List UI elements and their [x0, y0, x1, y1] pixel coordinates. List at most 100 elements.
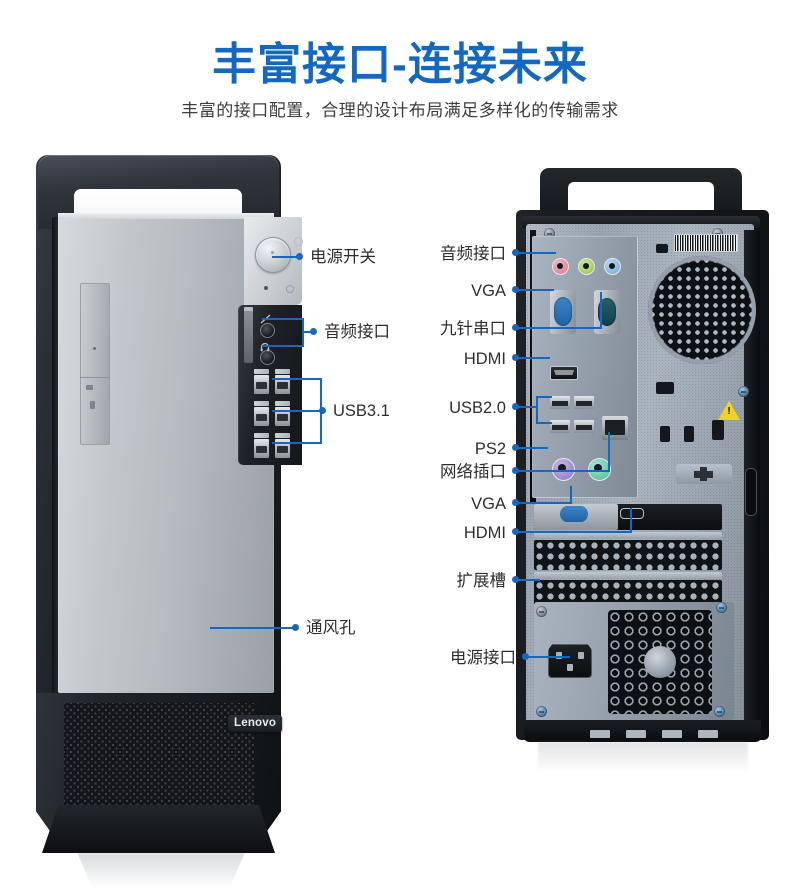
vga-port-card[interactable] — [560, 506, 588, 522]
infographic-canvas: 丰富接口-连接未来 丰富的接口配置，合理的设计布局满足多样化的传输需求 — [0, 0, 800, 800]
usb31-label-mark — [275, 369, 290, 374]
line-out-jack[interactable] — [578, 258, 595, 275]
rear-tower-reflection — [538, 742, 748, 772]
chassis-cutout — [660, 426, 670, 442]
usb20-port[interactable] — [550, 420, 570, 433]
usb31-port[interactable] — [254, 407, 269, 426]
callout-dot-vga-onboard — [512, 286, 519, 293]
leader-line-ps2 — [518, 447, 548, 449]
front-headphone-jack[interactable] — [260, 350, 275, 365]
callout-label-usb31: USB3.1 — [333, 402, 390, 420]
front-tower-side-rail — [52, 217, 62, 693]
leader-line-serial — [518, 327, 602, 329]
vga-port-onboard[interactable] — [550, 290, 576, 334]
hdmi-port-card[interactable] — [620, 508, 644, 519]
leader-line-expansion — [518, 579, 540, 581]
callout-dot-power-switch — [296, 253, 303, 260]
front-tower-face-highlight — [58, 213, 274, 219]
callout-label-lan: 网络插口 — [440, 463, 506, 481]
front-tower-base — [42, 805, 275, 853]
ethernet-rj45-port[interactable] — [602, 416, 628, 440]
callout-dot-vga-card — [512, 499, 519, 506]
usb31-port[interactable] — [254, 439, 269, 458]
optical-drive-led — [93, 347, 96, 350]
psu-screw — [536, 606, 547, 617]
base-tab — [626, 730, 646, 738]
optical-drive-bay — [80, 283, 110, 445]
line-in-jack[interactable] — [604, 258, 621, 275]
power-socket-pin — [578, 652, 584, 659]
serial-barcode-label — [674, 234, 738, 252]
usb31-label-mark — [254, 369, 269, 374]
psu-screw — [714, 706, 725, 717]
callout-label-expansion: 扩展槽 — [456, 572, 507, 590]
panel-screw — [544, 228, 555, 239]
callout-label-serial: 九针串口 — [440, 320, 506, 338]
thumb-screw[interactable] — [738, 386, 749, 397]
lenovo-logo: Lenovo — [228, 715, 283, 732]
optical-drive-seam — [80, 377, 110, 378]
callout-label-vga-card: VGA — [471, 495, 506, 513]
power-socket-pin — [556, 652, 562, 659]
usb31-label-mark — [275, 433, 290, 438]
power-button[interactable] — [255, 237, 291, 273]
callout-label-power-socket: 电源接口 — [450, 649, 516, 667]
hdmi-port-onboard[interactable] — [550, 366, 578, 380]
leader-line-hdmi-card — [518, 531, 632, 533]
base-tab — [662, 730, 682, 738]
front-panel-marker — [286, 285, 294, 293]
front-mic-jack[interactable] — [260, 323, 275, 338]
psu-screw — [536, 706, 547, 717]
callout-dot-audio-front — [310, 328, 317, 335]
leader-line-vent — [210, 627, 296, 629]
leader-riser-serial — [600, 292, 602, 329]
leader-line-audio-bottom — [262, 345, 304, 347]
leader-line-usb31-row3 — [272, 442, 322, 444]
serial-port-db9[interactable] — [594, 290, 620, 334]
usb20-port[interactable] — [550, 396, 570, 409]
callout-dot-hdmi-onboard — [512, 354, 519, 361]
usb31-port[interactable] — [254, 375, 269, 394]
page-title: 丰富接口-连接未来 — [212, 40, 588, 89]
leader-riser-hdmi-card — [630, 508, 632, 533]
callout-label-vent: 通风孔 — [306, 619, 356, 637]
rear-fan-grille-ring — [648, 256, 756, 364]
usb20-port[interactable] — [574, 396, 594, 409]
leader-bracket-usb20 — [536, 396, 538, 424]
card-reader-slot[interactable] — [244, 311, 253, 363]
usb20-port[interactable] — [574, 420, 594, 433]
vga-port-core — [554, 297, 572, 326]
chassis-knockout — [676, 464, 732, 484]
power-socket-iec[interactable] — [548, 644, 592, 678]
usb31-label-mark — [254, 433, 269, 438]
front-status-led — [264, 286, 268, 290]
expansion-slot-lip — [534, 532, 722, 539]
chassis-cutout — [656, 244, 668, 253]
psu-screw — [716, 602, 727, 613]
callout-label-usb20: USB2.0 — [449, 399, 506, 417]
desktop-tower-front-image: Lenovo — [30, 155, 303, 889]
callout-label-audio-front: 音频接口 — [324, 323, 390, 341]
callout-label-hdmi-card: HDMI — [463, 524, 506, 542]
callout-dot-power-socket — [522, 653, 529, 660]
callout-label-hdmi-onboard: HDMI — [463, 350, 506, 368]
leader-line-usb20-row2 — [536, 422, 552, 424]
leader-line-lan — [518, 470, 610, 472]
expansion-slot-lip — [534, 572, 722, 579]
optical-drive-eject-button[interactable] — [86, 385, 93, 390]
leader-line-usb31-row2 — [272, 410, 322, 412]
ps2-keyboard-port[interactable] — [552, 458, 575, 481]
callout-label-power-switch: 电源开关 — [310, 248, 376, 266]
mic-in-jack[interactable] — [552, 258, 569, 275]
leader-line-audio-top — [262, 318, 304, 320]
callout-label-audio-rear: 音频接口 — [440, 245, 506, 263]
leader-line-power-switch — [272, 256, 300, 258]
chassis-cutout — [656, 382, 674, 394]
usb31-label-mark — [254, 401, 269, 406]
leader-line-hdmi-onboard — [518, 357, 550, 359]
side-panel-thumb-slot[interactable] — [745, 468, 757, 516]
ps2-mouse-port[interactable] — [588, 458, 611, 481]
io-shield — [532, 236, 638, 498]
leader-riser-vga-card — [570, 486, 572, 504]
expansion-slot-cover — [534, 540, 722, 570]
